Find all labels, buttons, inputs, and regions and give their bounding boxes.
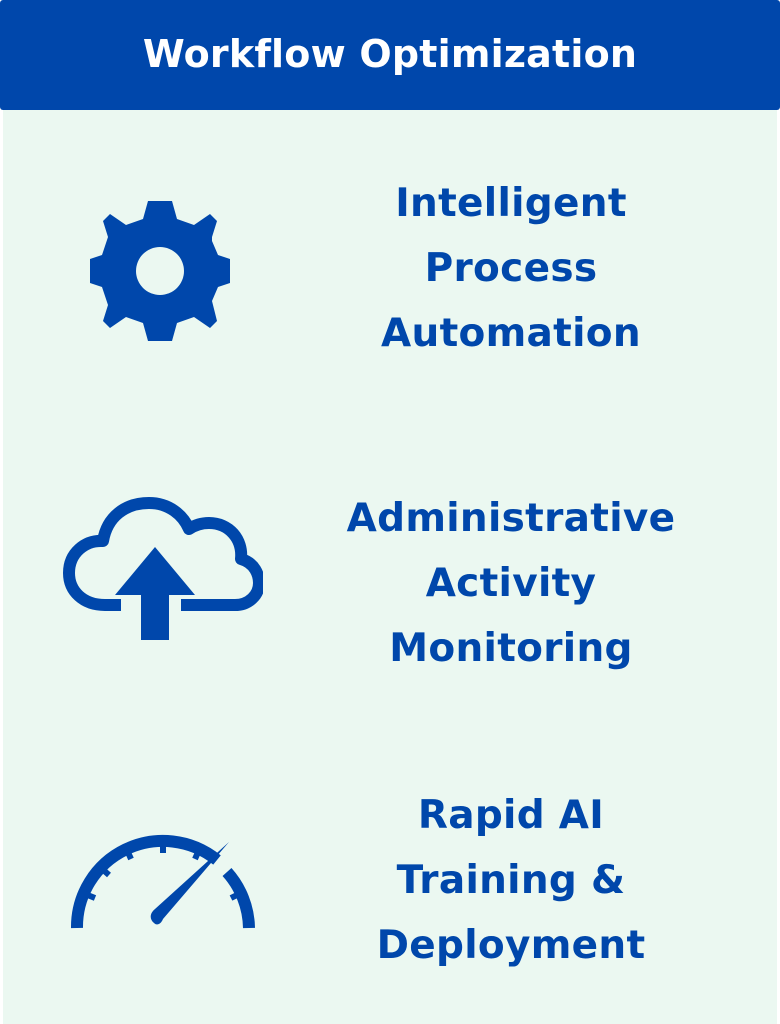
label-line: Monitoring	[389, 626, 633, 671]
gear-icon	[90, 201, 230, 341]
speedometer-icon	[70, 834, 255, 929]
content-panel: Intelligent Process Automation Administr…	[3, 110, 777, 1024]
cloud-upload-icon	[63, 497, 263, 640]
label-line: Training &	[396, 858, 626, 903]
feature-label: Intelligent Process Automation	[303, 171, 719, 366]
label-line: Intelligent	[395, 181, 627, 226]
label-line: Administrative	[346, 496, 676, 541]
header-banner: Workflow Optimization	[0, 0, 780, 110]
label-line: Process	[424, 246, 598, 291]
page-title: Workflow Optimization	[142, 32, 638, 76]
label-line: Activity	[425, 561, 597, 606]
label-line: Automation	[381, 311, 641, 356]
label-line: Deployment	[376, 923, 646, 968]
feature-label: Administrative Activity Monitoring	[303, 486, 719, 681]
feature-label: Rapid AI Training & Deployment	[303, 783, 719, 978]
label-line: Rapid AI	[417, 793, 605, 838]
